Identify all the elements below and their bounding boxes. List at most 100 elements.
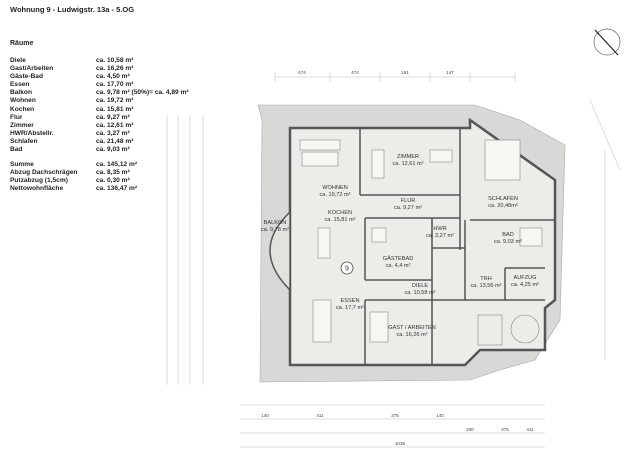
- dim-bottom-5: 375: [501, 427, 509, 432]
- room-area: ca. 0,30 m²: [96, 177, 130, 185]
- area-kochen: ca. 15,81 m²: [324, 217, 355, 223]
- apartment-number: 9: [345, 266, 349, 273]
- label-trh: TRH: [480, 276, 492, 282]
- room-name: Essen: [10, 81, 30, 89]
- dim-bottom-2: 375: [391, 413, 399, 418]
- summary-row: Nettowohnfläche ca. 136,47 m²: [10, 185, 137, 193]
- label-hwr: HWR: [433, 226, 446, 232]
- area-schlafen: ca. 20,48m²: [488, 203, 518, 209]
- guest-shower: [371, 227, 387, 243]
- section-heading: Räume: [10, 40, 34, 47]
- dim-bottom-7: 1036: [395, 441, 406, 446]
- bed-zimmer: [429, 149, 453, 163]
- room-name: Abzug Dachschrägen: [10, 169, 78, 177]
- room-row: Zimmer ca. 12,61 m²: [10, 122, 189, 130]
- label-schlafen: SCHLAFEN: [488, 196, 518, 202]
- dimension-lines: [166, 72, 621, 448]
- label-gast-arbeiten: GAST / ARBEITEN: [388, 325, 435, 331]
- room-name: Zimmer: [10, 121, 34, 129]
- area-gaestebad: ca. 4,4 m²: [386, 263, 411, 269]
- label-wohnen: WOHNEN: [322, 185, 347, 191]
- label-bad: BAD: [502, 232, 514, 238]
- area-zimmer: ca. 12,61 m²: [392, 161, 423, 167]
- furniture: [299, 139, 543, 346]
- room-name: Gast/Arbeiten: [10, 65, 54, 73]
- room-row: Diele ca. 10,58 m²: [10, 57, 189, 65]
- kitchen-island: [317, 227, 331, 259]
- dining-table: [312, 299, 332, 343]
- room-name: Flur: [10, 113, 23, 121]
- room-name: Nettowohnfläche: [10, 185, 64, 193]
- apartment-number-badge: [340, 261, 354, 275]
- label-gaestebad: GÄSTEBAD: [383, 255, 413, 262]
- dim-bottom-1: 411: [316, 413, 324, 418]
- area-bad: ca. 9,03 m²: [494, 239, 522, 245]
- stair-flight: [477, 314, 503, 346]
- room-name: Wohnen: [10, 97, 36, 105]
- label-kochen: KOCHEN: [328, 210, 352, 216]
- room-row: Schlafen ca. 21,48 m²: [10, 138, 189, 146]
- room-name: Diele: [10, 57, 26, 64]
- room-row: Essen ca. 17,70 m²: [10, 81, 189, 89]
- north-arrow: [593, 28, 621, 56]
- summary-row: Putzabzug (1,5cm) ca. 0,30 m²: [10, 177, 137, 185]
- label-balkon: BALKON: [264, 220, 287, 226]
- room-row: Balkon ca. 9,78 m² (50%)= ca. 4,89 m²: [10, 89, 189, 97]
- dim-bottom-6: 411: [526, 427, 534, 432]
- room-name: HWR/Abstellr.: [10, 129, 54, 137]
- spiral-stair: [510, 314, 540, 344]
- label-zimmer: ZIMMER: [397, 154, 419, 160]
- area-hwr: ca. 3,27 m²: [426, 233, 454, 239]
- room-area: ca. 12,61 m²: [96, 121, 134, 129]
- sofa: [299, 139, 341, 151]
- bathtub: [519, 227, 543, 247]
- area-aufzug: ca. 4,25 m²: [511, 282, 539, 288]
- room-area-table: Diele ca. 10,58 m² Gast/Arbeiten ca. 16,26 …: [10, 57, 189, 154]
- balkon-area: [269, 210, 291, 292]
- room-name: Balkon: [10, 89, 32, 97]
- bed-schlafen: [484, 139, 521, 181]
- room-row: Gast/Arbeiten ca. 16,26 m²: [10, 65, 189, 73]
- room-area: ca. 9,78 m² (50%)= ca. 4,89 m²: [96, 89, 189, 97]
- room-area: ca. 10,58 m²: [96, 57, 134, 64]
- area-wohnen: ca. 19,72 m²: [319, 192, 350, 198]
- area-balkon: ca. 9,78 m²: [261, 227, 289, 233]
- room-name: Schlafen: [10, 137, 38, 145]
- room-area: ca. 3,27 m²: [96, 129, 130, 137]
- room-area: ca. 9,27 m²: [96, 113, 130, 121]
- dim-bottom-3: 140: [436, 413, 444, 418]
- room-name: Summe: [10, 161, 34, 168]
- room-area: ca. 15,81 m²: [96, 105, 134, 113]
- label-aufzug: AUFZUG: [514, 275, 537, 281]
- room-name: Bad: [10, 146, 23, 154]
- dim-top-3: 147: [446, 70, 454, 75]
- room-area: ca. 16,26 m²: [96, 65, 134, 73]
- room-area: ca. 136,47 m²: [96, 185, 138, 193]
- dim-top-2: 161: [401, 70, 409, 75]
- area-essen: ca. 17,7 m²: [336, 305, 364, 311]
- room-area: ca. 145,12 m²: [96, 161, 138, 168]
- dim-top-0: 474: [298, 70, 306, 75]
- desk: [371, 149, 385, 179]
- area-gast-arbeiten: ca. 16,26 m²: [396, 332, 427, 338]
- dim-top-1: 474: [351, 70, 359, 75]
- room-area: ca. 21,48 m²: [96, 137, 134, 145]
- room-name: Putzabzug (1,5cm): [10, 177, 68, 185]
- room-area: ca. 17,70 m²: [96, 81, 134, 89]
- room-name: Gäste-Bad: [10, 73, 43, 81]
- dim-bottom-0: 140: [261, 413, 269, 418]
- guest-bed: [369, 311, 389, 343]
- apartment-outline: [288, 117, 557, 367]
- coffee-table: [301, 151, 339, 167]
- room-row: Flur ca. 9,27 m²: [10, 114, 189, 122]
- label-flur: FLUR: [401, 198, 416, 204]
- area-flur: ca. 9,27 m²: [394, 205, 422, 211]
- room-row: HWR/Abstellr. ca. 3,27 m²: [10, 130, 189, 138]
- interior-walls: [289, 128, 555, 365]
